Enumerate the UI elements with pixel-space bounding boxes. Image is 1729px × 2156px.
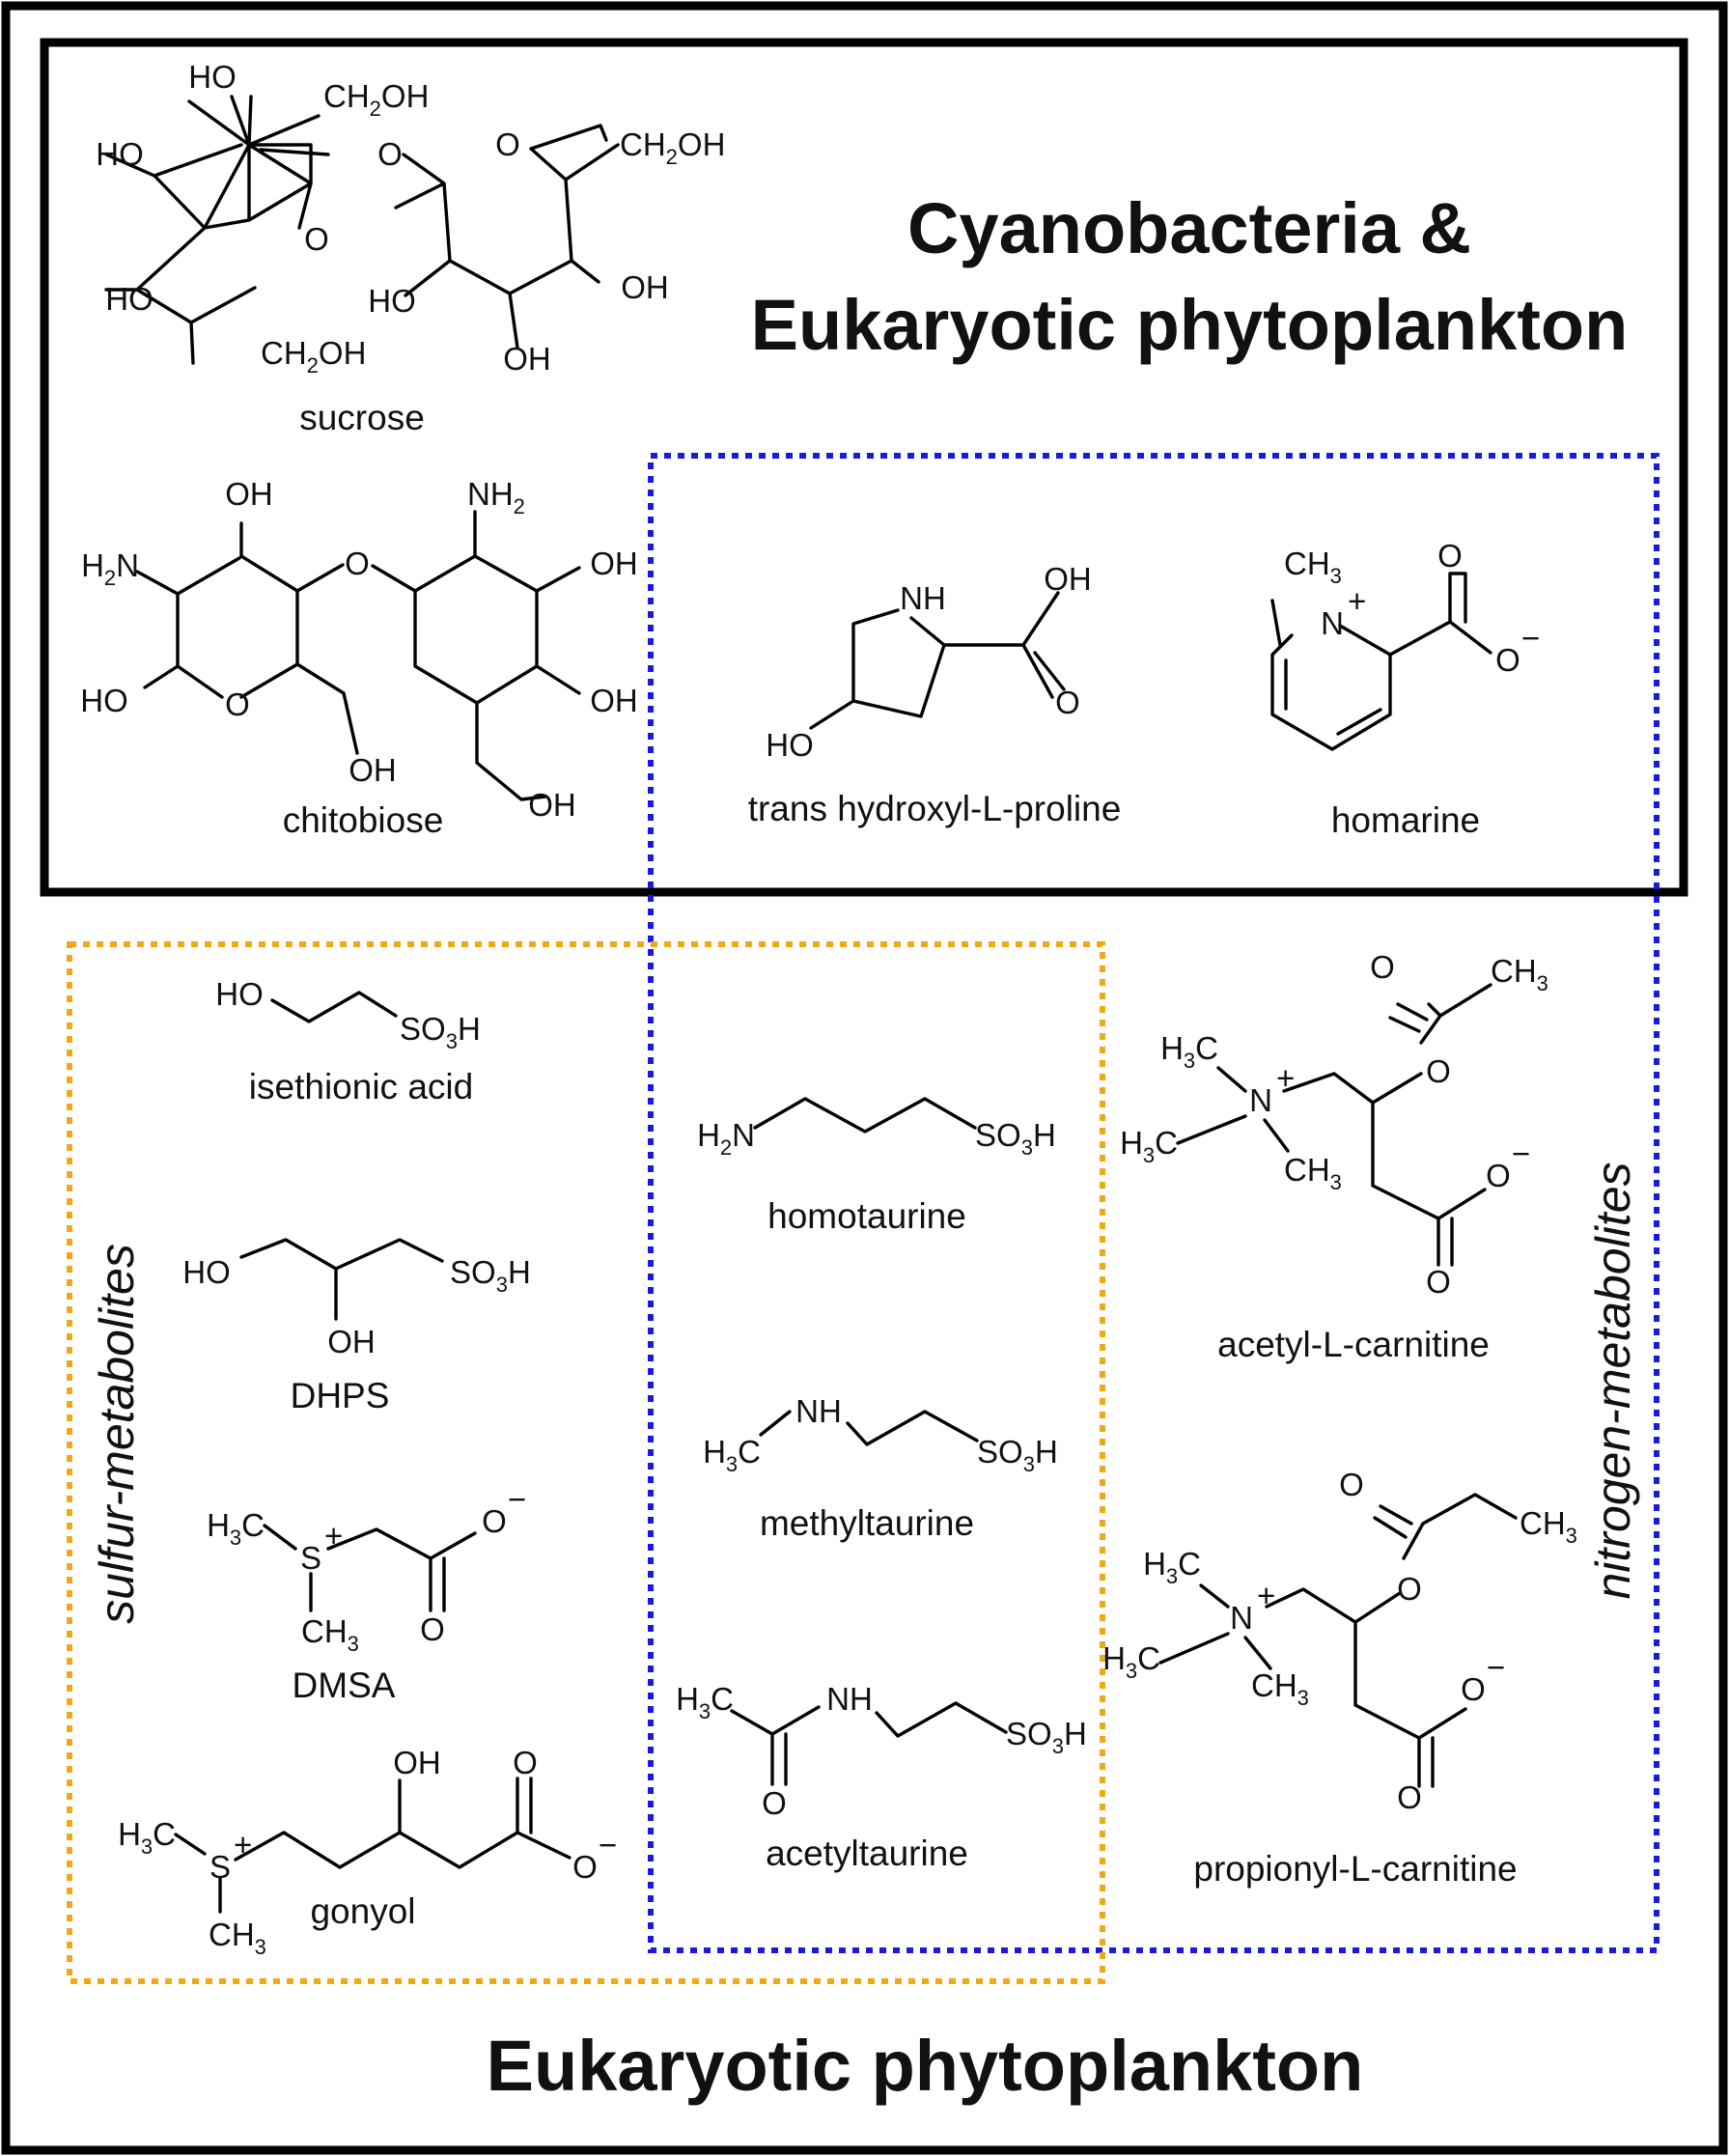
propionylcarnitine-structure: propionyl-L-carnitine: [1102, 1467, 1577, 1889]
sulfur-metabolites-box: [67, 941, 1105, 1984]
gonyol-structure: gonyol: [118, 1745, 618, 1959]
dmsa-structure: DMSA: [207, 1481, 527, 1705]
top-title-line2: Eukaryotic phytoplankton: [751, 285, 1629, 365]
chitobiose-structure: chitobiose: [80, 476, 638, 840]
sucrose-structure: sucrose: [96, 59, 726, 437]
cyanobacteria-box: [40, 38, 1688, 897]
sucrose-label: sucrose: [299, 398, 425, 437]
top-title-line1: Cyanobacteria &: [907, 188, 1471, 268]
chitobiose-label: chitobiose: [283, 800, 444, 840]
bottom-title: Eukaryotic phytoplankton: [487, 2026, 1364, 2106]
acetyltaurine-structure: acetyltaurine: [676, 1681, 1087, 1873]
methyltaurine-label: methyltaurine: [760, 1503, 974, 1543]
acetyltaurine-label: acetyltaurine: [766, 1834, 968, 1873]
homarine-label: homarine: [1331, 800, 1480, 840]
hydroxyproline-structure: trans hydroxyl-L-proline: [748, 561, 1122, 828]
dhps-label: DHPS: [291, 1376, 390, 1415]
homarine-structure: homarine: [1270, 538, 1541, 840]
acetylcarnitine-structure: acetyl-L-carnitine: [1120, 949, 1548, 1364]
propionylcarnitine-label: propionyl-L-carnitine: [1193, 1849, 1517, 1889]
dmsa-label: DMSA: [293, 1666, 396, 1705]
homotaurine-structure: homotaurine: [697, 1097, 1056, 1236]
homotaurine-label: homotaurine: [767, 1196, 966, 1236]
methyltaurine-structure: methyltaurine: [703, 1393, 1058, 1543]
isethionic-acid-label: isethionic acid: [249, 1067, 473, 1106]
sulfur-side-label: sulfur-metabolites: [90, 1244, 144, 1624]
isethionic-acid-structure: isethionic acid: [215, 976, 481, 1106]
nitrogen-side-label: nitrogen-metabolites: [1586, 1162, 1640, 1599]
nitrogen-metabolites-box: [648, 453, 1659, 1953]
gonyol-label: gonyol: [310, 1891, 415, 1931]
acetylcarnitine-label: acetyl-L-carnitine: [1217, 1325, 1490, 1364]
hydroxyproline-label: trans hydroxyl-L-proline: [748, 789, 1122, 828]
dhps-structure: DHPS: [182, 1238, 531, 1415]
